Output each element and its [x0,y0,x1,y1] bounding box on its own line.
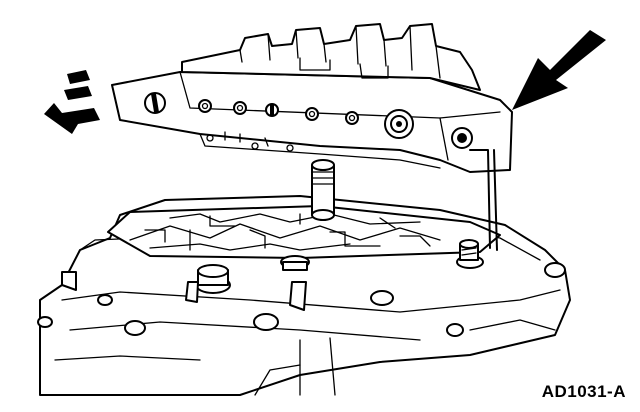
alignment-pin [311,159,335,221]
case-bolts [37,239,566,337]
separator-plate [107,205,501,259]
pointer-arrow-right [512,30,606,110]
direction-arrow-left [44,70,100,134]
upper-valve-body [111,23,513,251]
figure-reference-code: AD1031-A [541,382,626,401]
